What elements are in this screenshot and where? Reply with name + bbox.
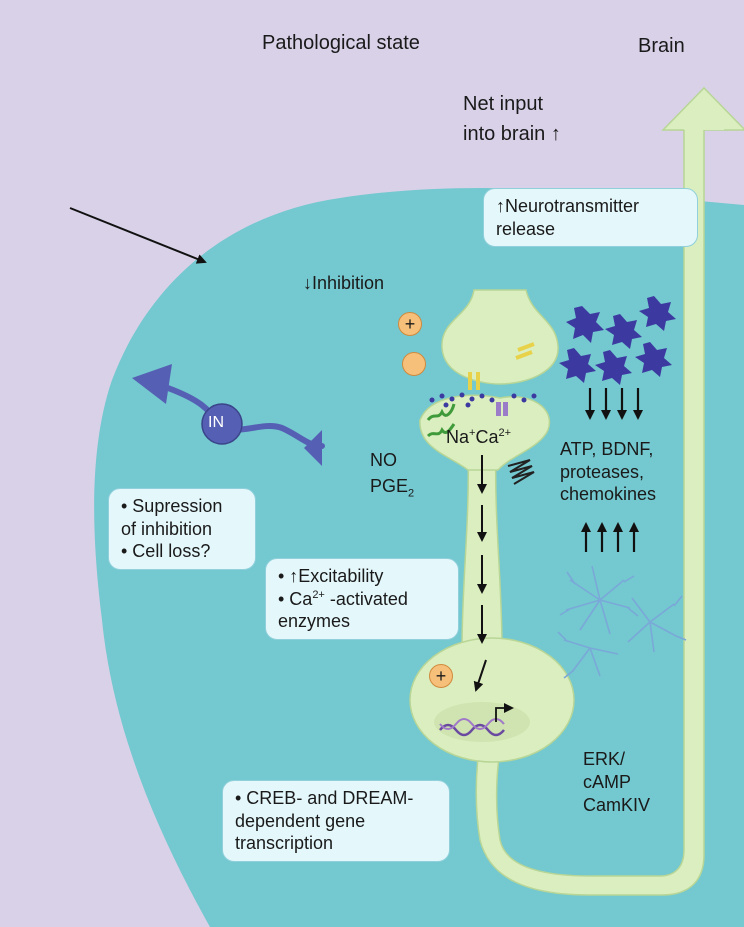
presynaptic-channel bbox=[517, 342, 535, 352]
pge-subscript: 2 bbox=[408, 487, 415, 500]
release-arrows-up bbox=[581, 522, 639, 552]
neurotransmitter-dots bbox=[429, 392, 537, 408]
pge-text: PGE bbox=[370, 476, 409, 496]
dna-strand bbox=[439, 723, 505, 737]
net-input-label-line1: Net input bbox=[463, 93, 544, 115]
neurotransmitter-release-bubble: ↑Neurotransmitter release bbox=[483, 188, 698, 247]
calcium-label: Ca bbox=[475, 427, 499, 447]
bubble-line: • Cell loss? bbox=[121, 541, 211, 561]
microglia-cluster bbox=[559, 296, 676, 385]
sodium-charge: + bbox=[469, 427, 476, 439]
bubble-line: release bbox=[496, 218, 556, 239]
bubble-line: enzymes bbox=[278, 611, 351, 631]
bubble-line: ↑Neurotransmitter bbox=[496, 196, 640, 216]
bubble-line: dependent gene bbox=[235, 810, 366, 831]
incoming-input-arrow bbox=[69, 207, 207, 264]
kinase-line: cAMP bbox=[583, 772, 632, 793]
channel-bar-2 bbox=[503, 402, 508, 416]
bubble-line: • Supression bbox=[121, 496, 223, 516]
postsynaptic-terminal bbox=[419, 394, 551, 471]
bubble-line: • Ca2+ -activated bbox=[278, 588, 446, 611]
no-label: NO bbox=[370, 450, 397, 470]
plus-symbol: + bbox=[429, 664, 453, 688]
receptor-green-2 bbox=[426, 423, 456, 438]
cell-body bbox=[409, 637, 575, 763]
bubble-line: • ↑Excitability bbox=[278, 566, 384, 586]
calcium-text: • Ca bbox=[278, 588, 313, 609]
bubble-line: • CREB- and DREAM- bbox=[235, 788, 414, 808]
mediator-line: chemokines bbox=[560, 484, 657, 504]
brain-label: Brain bbox=[638, 35, 685, 57]
pathological-state-label: Pathological state bbox=[262, 32, 420, 54]
release-arrows-down bbox=[585, 388, 643, 420]
transcription-bubble: • CREB- and DREAM- dependent gene transc… bbox=[222, 780, 450, 862]
calcium-charge: 2+ bbox=[498, 427, 512, 439]
excitability-bubble: • ↑Excitability • Ca2+ -activated enzyme… bbox=[265, 558, 459, 640]
net-input-label-line2: into brain ↑ bbox=[463, 123, 561, 145]
cascade-arrows bbox=[473, 455, 487, 692]
presynaptic-terminal bbox=[441, 289, 559, 385]
cation-symbol: + bbox=[398, 312, 422, 336]
ascending-arrow-head bbox=[661, 86, 744, 131]
kinase-line: CamKIV bbox=[583, 795, 651, 816]
kinase-label: ERK/ cAMP CamKIV bbox=[583, 748, 650, 817]
receptor-green bbox=[426, 403, 456, 422]
bubble-line: transcription bbox=[235, 833, 334, 853]
bubble-line: of inhibition bbox=[121, 518, 213, 539]
dna-strand-2 bbox=[439, 718, 505, 730]
calcium-charge: 2+ bbox=[312, 588, 325, 601]
ion-symbol bbox=[402, 352, 426, 376]
interneuron-bubble: • Supression of inhibition • Cell loss? bbox=[108, 488, 256, 570]
inhibition-label: ↓Inhibition bbox=[303, 273, 385, 293]
ion-channel-coil bbox=[507, 459, 535, 485]
interneuron bbox=[132, 364, 325, 466]
nucleus bbox=[434, 702, 530, 742]
ion-influx-label: Na+Ca2+ bbox=[446, 427, 511, 449]
mediator-line: ATP, BDNF, bbox=[560, 439, 654, 459]
kinase-line: ERK/ bbox=[583, 749, 626, 769]
channel-bar bbox=[496, 402, 501, 416]
glial-mediators-label: ATP, BDNF, proteases, chemokines bbox=[560, 438, 656, 506]
sodium-label: Na bbox=[446, 427, 470, 447]
presynaptic-channel-2 bbox=[515, 350, 533, 360]
interneuron-label: IN bbox=[208, 414, 224, 431]
astrocytes bbox=[557, 565, 687, 679]
mediator-line: proteases, bbox=[560, 461, 645, 482]
activated-text: -activated bbox=[324, 588, 408, 609]
transcription-start-arrow bbox=[495, 703, 514, 722]
pge2-label: PGE2 bbox=[370, 476, 414, 501]
